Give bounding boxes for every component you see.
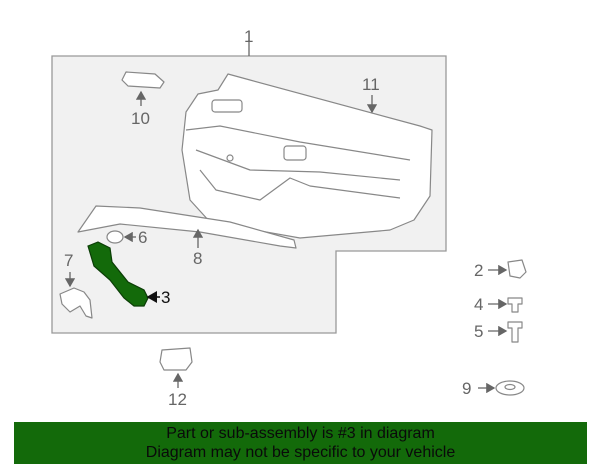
callout-1: 1 bbox=[244, 27, 253, 46]
part-10-cover bbox=[121, 71, 165, 89]
callout-4: 4 bbox=[474, 295, 483, 314]
part-8-trim-strip bbox=[77, 205, 297, 249]
info-banner: Part or sub-assembly is #3 in diagram Di… bbox=[14, 422, 587, 464]
callout-5: 5 bbox=[474, 322, 483, 341]
part-6-plug bbox=[106, 230, 124, 244]
callout-8: 8 bbox=[193, 249, 202, 268]
banner-line-2: Diagram may not be specific to your vehi… bbox=[145, 444, 456, 461]
part-4-screw bbox=[507, 297, 523, 313]
callout-10: 10 bbox=[131, 109, 150, 128]
part-7-bracket bbox=[59, 287, 93, 319]
callout-6: 6 bbox=[138, 228, 147, 247]
callout-11: 11 bbox=[362, 75, 380, 94]
part-2-clip bbox=[507, 259, 527, 279]
banner-line-1: Part or sub-assembly is #3 in diagram bbox=[166, 425, 435, 442]
callout-2: 2 bbox=[474, 261, 483, 280]
callout-9: 9 bbox=[462, 379, 471, 398]
part-5-screw bbox=[507, 321, 523, 343]
callout-7: 7 bbox=[64, 251, 73, 270]
callout-12: 12 bbox=[168, 390, 187, 409]
part-12-cover bbox=[159, 347, 193, 371]
callout-3: 3 bbox=[161, 288, 170, 307]
